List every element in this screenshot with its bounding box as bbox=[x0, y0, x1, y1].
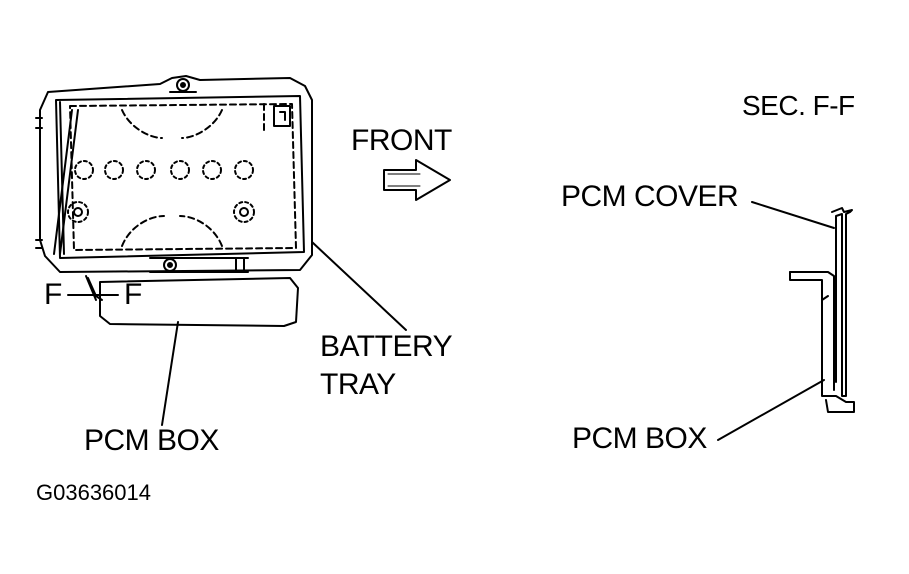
hold-down-rod bbox=[53, 109, 79, 255]
pcm-cover-label: PCM COVER bbox=[561, 180, 739, 213]
top-mounting-boss bbox=[169, 78, 197, 93]
tray-vent-box bbox=[273, 105, 291, 127]
pcm-box-label-right: PCM BOX bbox=[572, 422, 707, 455]
leader-line-pcm-cover bbox=[751, 201, 835, 229]
battery-terminals bbox=[67, 201, 255, 223]
leader-line-pcm-box-left bbox=[161, 321, 179, 426]
pcm-box-section bbox=[789, 271, 855, 413]
battery-tray-label-line1: BATTERY bbox=[320, 330, 453, 363]
battery-cell-caps bbox=[74, 160, 254, 180]
leader-line-pcm-box-right bbox=[717, 379, 825, 441]
battery-tray-outline bbox=[35, 75, 313, 273]
leader-line-battery-tray bbox=[311, 241, 407, 331]
section-marker-right: F bbox=[124, 278, 142, 311]
bottom-mounting-boss bbox=[149, 257, 249, 273]
section-marker-left: F bbox=[44, 278, 62, 311]
pcm-cover-section bbox=[831, 207, 853, 397]
front-label: FRONT bbox=[351, 124, 452, 157]
pcm-box-label-left: PCM BOX bbox=[84, 424, 219, 457]
front-arrow-icon bbox=[383, 159, 451, 201]
section-title: SEC. F-F bbox=[742, 90, 855, 121]
figure-id: G03636014 bbox=[36, 480, 151, 505]
battery-tray-label-line2: TRAY bbox=[320, 368, 396, 401]
section-marker-line bbox=[67, 275, 119, 301]
pcm-box-outline bbox=[87, 277, 299, 327]
battery-outline-dashed bbox=[69, 103, 297, 251]
